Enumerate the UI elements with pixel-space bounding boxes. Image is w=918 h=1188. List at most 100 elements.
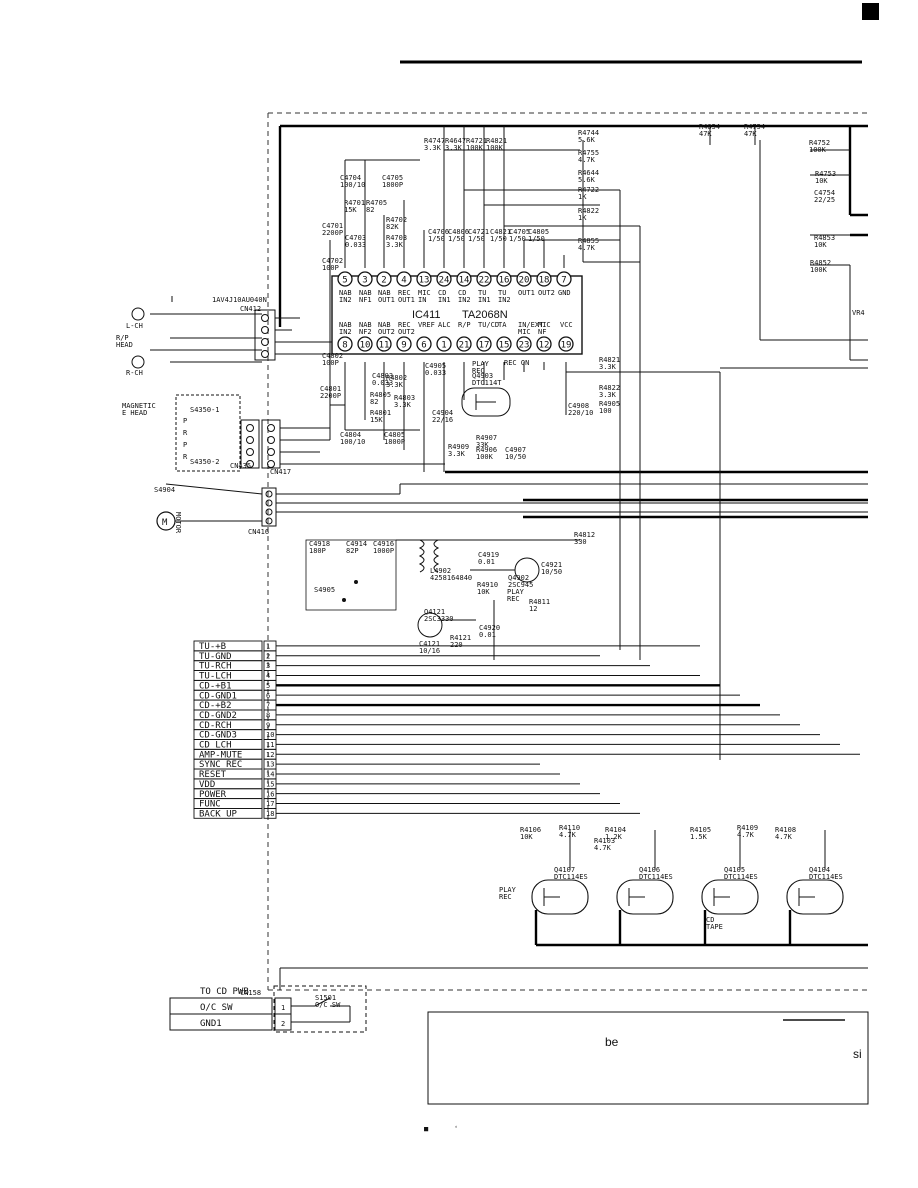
ic-ref: IC411	[412, 309, 441, 321]
ic-pin	[357, 336, 373, 352]
switch-label: S4350-2	[190, 458, 220, 466]
header-pin-number: 1	[266, 643, 270, 651]
ic-pin-number: 4	[401, 276, 406, 286]
mode-label: REC ON	[504, 359, 529, 367]
header-pin-label: TU-RCH	[199, 662, 232, 672]
ic-pin	[476, 336, 492, 352]
header-pin-number: 12	[266, 751, 274, 759]
transistor-body	[531, 879, 589, 915]
header-pin-number: 10	[266, 731, 274, 739]
ic-pin-number: 23	[519, 341, 530, 351]
ic-pin-name: VCC	[560, 321, 573, 329]
cd-pwb-row-label: GND1	[200, 1019, 222, 1029]
note-box	[427, 1011, 869, 1105]
ic-pin-name: VREF	[418, 321, 435, 329]
header-pin-label: CD-GND2	[199, 711, 237, 721]
header-pin-label: VDD	[199, 780, 215, 790]
ic-pin-number: 2	[381, 276, 386, 286]
ic-pin	[496, 271, 512, 287]
ic-pin-number: 20	[519, 276, 530, 286]
ic-pin	[357, 271, 373, 287]
footer-mark: ■	[424, 1125, 429, 1133]
ic-pin-name: ALC	[438, 321, 451, 329]
right-components	[709, 126, 868, 369]
header-pin-number: 11	[266, 741, 274, 749]
connector-ref: CN435	[230, 462, 251, 470]
header-pin-label: CD-+B2	[199, 701, 232, 711]
header-pin-number: 18	[266, 810, 274, 818]
header-wires	[276, 645, 860, 814]
cd-pwb-title: TO CD PWB	[200, 987, 249, 997]
ic-pin-number: 16	[499, 276, 510, 286]
header-pin-label: TU-+B	[199, 642, 226, 652]
head-label: R-CH	[126, 369, 143, 377]
ic-pin	[476, 271, 492, 287]
header-pin-label: FUNC	[199, 800, 221, 810]
connector-ref: CN416	[248, 528, 269, 536]
header-pin-number: 2	[266, 652, 270, 660]
ic-pin-number: 10	[360, 341, 371, 351]
header-pin-number: 6	[266, 692, 270, 700]
header-pin-label: AMP-MUTE	[199, 750, 242, 760]
header-pin-number: 14	[266, 771, 274, 779]
ic-pin-number: 6	[421, 341, 426, 351]
ic-pin-number: 9	[401, 341, 406, 351]
cd-pwb-box	[169, 967, 868, 1033]
header-pin-label: TU-GND	[199, 652, 232, 662]
header-pin-label: CD-+B1	[199, 681, 232, 691]
transistor-body	[701, 879, 759, 915]
header-pin-number: 8	[266, 711, 270, 719]
ic-pin-name: R/P	[458, 321, 471, 329]
footer-mark: ❛	[454, 1125, 458, 1133]
ic-pin-number: 22	[479, 276, 490, 286]
ic-pin-name: TA	[498, 321, 507, 329]
connector-ref: CN417	[270, 468, 291, 476]
header-pin-number: 9	[266, 721, 270, 729]
header-pin-label: CD LCH	[199, 741, 232, 751]
